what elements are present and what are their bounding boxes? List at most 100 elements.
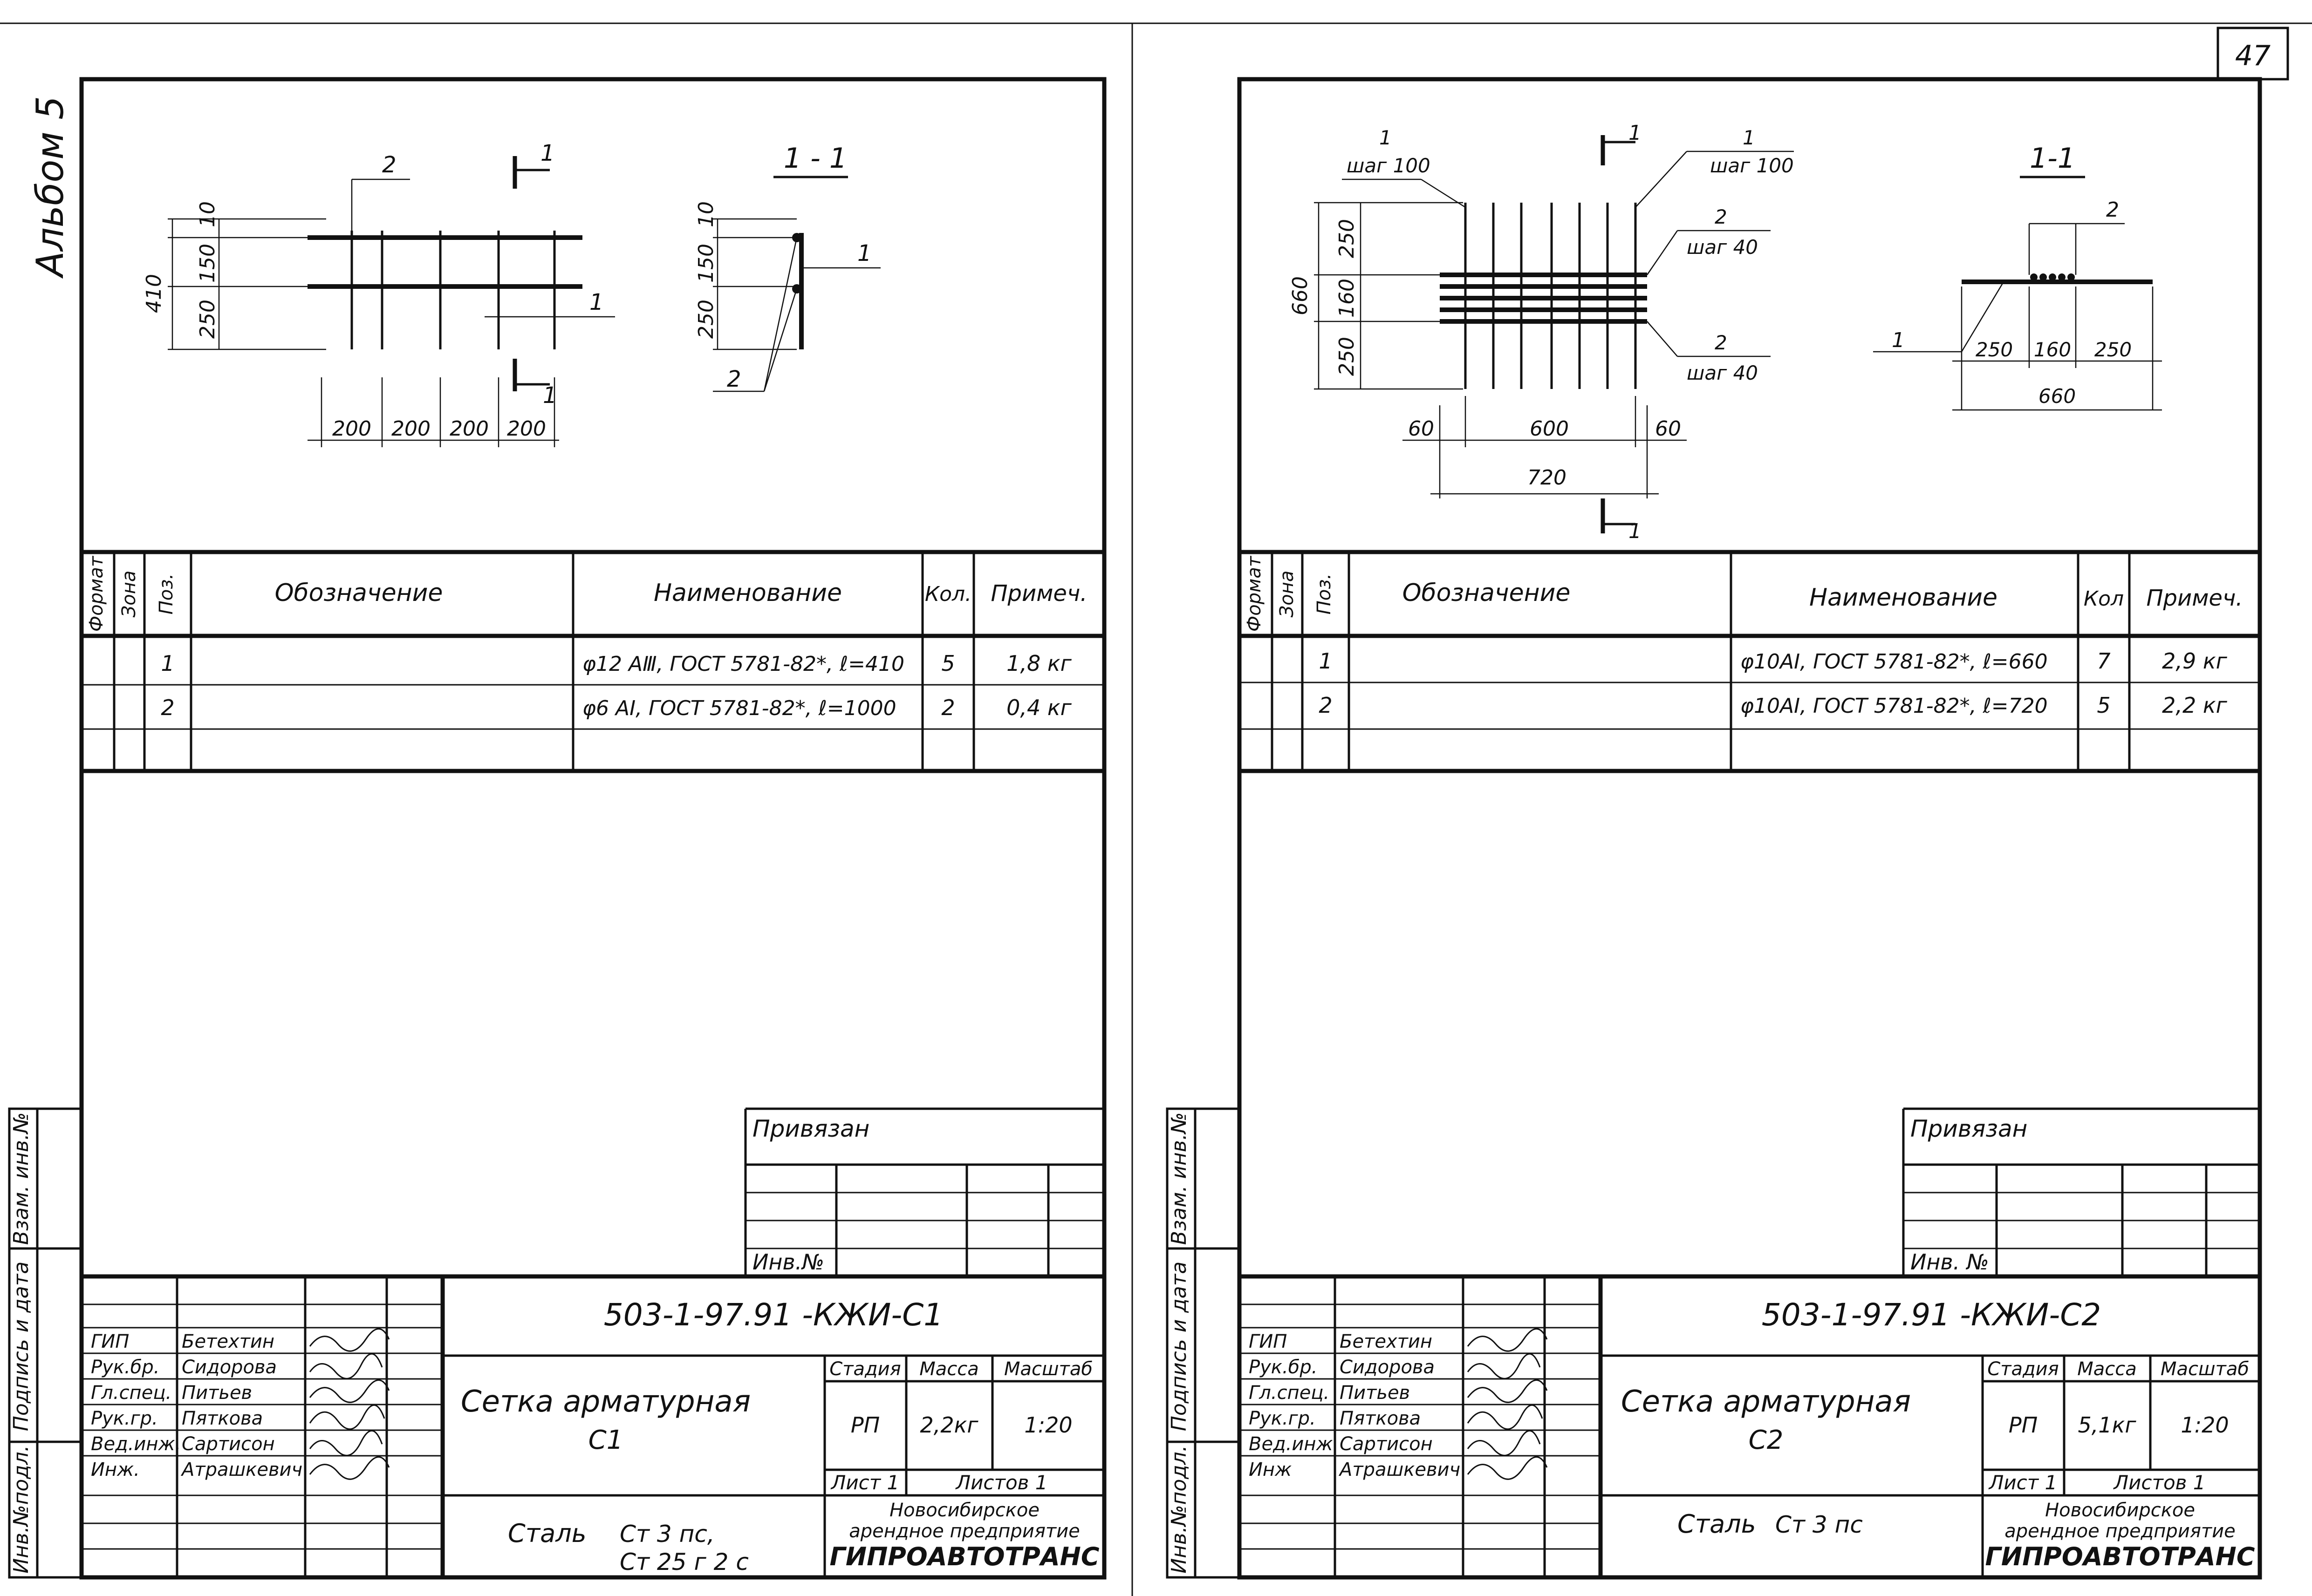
person-name: Атрашкевич [1338,1459,1460,1480]
row-qty: 5 [941,651,955,676]
c2-pos2-bot: 2 [1715,331,1727,354]
side-label-vzam: Взам. инв.№ [1167,1112,1191,1245]
mass-header: Масса [919,1358,979,1380]
dim-mid: 150 [196,244,219,283]
header-zone: Зона [118,571,140,618]
person-name: Сидорова [1340,1357,1435,1378]
role-label: Рук.бр. [1249,1357,1317,1378]
mesh-c1-plan: 410 10 150 250 2 1 1 1 200 200 [142,140,615,447]
role-label: Инж. [91,1459,140,1480]
c2-dim-top: 250 [1335,219,1359,258]
mass-header: Масса [2077,1358,2137,1380]
table-row: 1 φ10AI, ГОСТ 5781-82*, ℓ=660 7 2,9 кг [1319,648,2227,674]
dim-top: 10 [196,201,219,227]
row-pos: 2 [161,695,174,720]
header-note: Примеч. [991,580,1087,607]
mass-value: 5,1кг [2078,1412,2136,1438]
stage-header: Стадия [1987,1358,2059,1380]
table-row: 2 φ6 AI, ГОСТ 5781-82*, ℓ=1000 2 0,4 кг [161,695,1072,720]
role-label: Инж [1249,1459,1292,1480]
stage-header: Стадия [829,1358,901,1380]
row-qty: 5 [2097,693,2110,718]
person-name: Сартисон [182,1433,275,1455]
role-label: Вед.инж [1249,1433,1333,1455]
header-name: Наименование [1809,584,1997,612]
privyazan-label: Привязан [1910,1115,2027,1142]
title-block-c2: ГИП Рук.бр. Гл.спец. Рук.гр. Вед.инж Инж… [1239,1274,2260,1577]
c2-sec-d2: 160 [2034,338,2071,361]
org-line-1: Новосибирское [889,1500,1040,1521]
row-pos: 2 [1319,693,1332,718]
mass-value: 2,2кг [920,1412,978,1438]
role-label: Гл.спец. [91,1382,171,1404]
mesh-c2-plan: 660 250 160 250 1 шаг 100 1 шаг 100 2 ша… [1288,121,1794,543]
title-block-c1: ГИП Рук.бр. Гл.спец. Рук.гр. Вед.инж. Ин… [82,1274,1104,1577]
header-qty: Кол [2084,587,2124,611]
drawing-title: Сетка арматурная [461,1385,751,1419]
spacing-dim: 200 [450,417,489,441]
header-note: Примеч. [2146,585,2243,611]
header-designation: Обозначение [275,579,443,607]
row-name: φ10AI, ГОСТ 5781-82*, ℓ=660 [1740,650,2048,674]
sheet-number: Лист 1 [1988,1471,2058,1494]
scale-header: Масштаб [2161,1358,2249,1380]
spec-table-c1: Формат Зона Поз. Обозначение Наименовани… [82,550,1104,773]
side-label-inv: Инв.№подл. [9,1445,33,1574]
left-sheet: Альбом 5 410 10 150 250 2 1 [8,77,1107,1580]
stage-value: РП [851,1412,880,1438]
c2-sec-pos1: 1 [1892,328,1905,352]
header-format: Формат [1244,555,1265,632]
pos-1-leader: 1 [589,289,604,315]
c2-step-left: шаг 100 [1347,154,1430,177]
page-number: 47 [2235,40,2271,72]
drawing-subtitle: С2 [1749,1425,1784,1455]
signature-list: ГИП Рук.бр. Гл.спец. Рук.гр. Вед.инж. Ин… [91,1331,302,1480]
c2-pos2-top: 2 [1715,205,1727,228]
right-sheet-frame [1237,77,2262,1580]
margin-stamp-left: Взам. инв.№ Подпись и дата Инв.№подл. [8,1107,83,1579]
header-qty: Кол. [925,582,971,606]
c2-overall: 720 [1527,466,1566,490]
c2-cut-bottom: 1 [1628,519,1642,543]
person-name: Сидорова [182,1357,277,1378]
side-label-inv: Инв.№подл. [1167,1445,1191,1574]
sheet-count: Листов 1 [2113,1471,2206,1494]
document-code: 503-1-97.91 -КЖИ-С1 [604,1297,944,1333]
spacing-dim: 200 [507,417,546,441]
c2-sec-total: 660 [2038,385,2076,408]
inv-no-label: Инв. № [1910,1249,1989,1275]
album-note: Альбом 5 [28,96,72,279]
sec-dim-top: 10 [694,201,718,227]
c2-dim-bot: 250 [1335,337,1359,376]
header-designation: Обозначение [1402,579,1571,607]
person-name: Пяткова [1340,1408,1421,1429]
c2-pos1-left: 1 [1379,126,1392,149]
stage-value: РП [2009,1412,2038,1438]
person-name: Питьев [182,1382,252,1404]
privyazan-block-c1: Привязан Инв.№ [744,1107,1104,1276]
drawing-subtitle: С1 [588,1425,623,1455]
row-name: φ6 AI, ГОСТ 5781-82*, ℓ=1000 [582,696,896,720]
inv-no-label: Инв.№ [752,1249,824,1275]
section-label-c1: 1 - 1 [784,142,847,175]
sec-dim-bot: 250 [694,300,718,339]
sec-dim-mid: 150 [694,244,718,283]
section-label-c2: 1-1 [2030,142,2075,175]
handwritten-signatures [1467,1328,1548,1480]
c2-dim-total: 660 [1288,276,1312,315]
header-format: Формат [86,555,107,632]
role-label: ГИП [1249,1331,1287,1352]
material-1: Ст 3 пс, [620,1521,715,1548]
cut-mark-top: 1 [540,140,555,166]
row-pos: 1 [161,651,174,676]
material-label: Сталь [1677,1509,1756,1539]
role-label: Гл.спец. [1249,1382,1329,1404]
row-name: φ12 AⅢ, ГОСТ 5781-82*, ℓ=410 [582,652,904,676]
role-label: Рук.гр. [91,1408,158,1429]
side-label-podpis: Подпись и дата [9,1262,33,1431]
scale-header: Масштаб [1004,1358,1093,1380]
drawing-title: Сетка арматурная [1621,1385,1911,1419]
role-label: Рук.гр. [1249,1408,1316,1429]
c2-step2-top: шаг 40 [1687,236,1758,259]
